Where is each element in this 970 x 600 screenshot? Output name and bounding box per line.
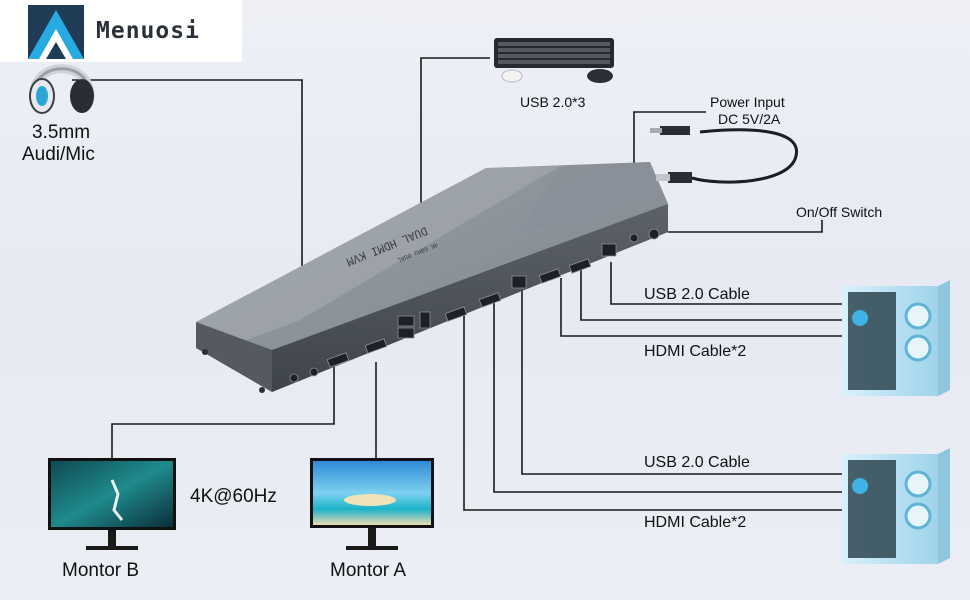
hdmi-cable-label-1: HDMI Cable*2: [644, 343, 747, 360]
headset-icon: [29, 64, 95, 114]
usb-hub-label: USB 2.0*3: [520, 94, 586, 110]
usb-b-port-1: [601, 243, 617, 257]
monitor-a-label: Montor A: [330, 560, 407, 581]
hdmi-in-1b-port: [568, 258, 592, 274]
mic-port: [309, 367, 319, 377]
brand-logo: Menuosi: [0, 0, 242, 62]
kvm-switch-device: DUAL HDMI KVM 4K 60Hz DUAL: [196, 162, 668, 393]
logo-mark-icon: [28, 5, 84, 59]
power-cable-icon: [650, 126, 799, 184]
hdmi-cable-label-2: HDMI Cable*2: [644, 514, 747, 531]
hdmi-in-2a-port: [444, 306, 468, 322]
pc-tower-2-icon: [842, 448, 950, 564]
monitor-b-label: Montor B: [62, 560, 140, 581]
hdmi-out-a-port: [364, 338, 388, 354]
usb-b-port-2: [511, 275, 527, 289]
hdmi-in-1a-port: [538, 268, 562, 284]
power-switch-icon: [648, 228, 660, 240]
brand-name: Menuosi: [96, 18, 200, 44]
hdmi-in-2b-port: [478, 292, 502, 308]
hdmi-out-b-port: [326, 352, 350, 368]
usb-cable-label-1: USB 2.0 Cable: [644, 286, 750, 303]
pc-tower-1-icon: [842, 280, 950, 396]
audio-label-line2: Audi/Mic: [22, 144, 95, 165]
usb-port-2: [397, 327, 415, 339]
switch-label: On/Off Switch: [796, 204, 883, 220]
power-label-line1: Power Input: [710, 94, 785, 110]
power-label-line2: DC 5V/2A: [718, 111, 781, 127]
usb-cable-label-2: USB 2.0 Cable: [644, 454, 750, 471]
dc-power-jack: [629, 233, 639, 243]
keyboard-mouse-icon: [494, 38, 614, 83]
monitor-a-icon: [310, 458, 434, 550]
audio-port: [289, 373, 299, 383]
audio-label-line1: 3.5mm: [32, 122, 91, 143]
resolution-label: 4K@60Hz: [190, 486, 277, 507]
usb-port-1: [397, 315, 415, 327]
monitor-b-icon: [48, 458, 176, 550]
usb-port-3: [419, 311, 431, 329]
